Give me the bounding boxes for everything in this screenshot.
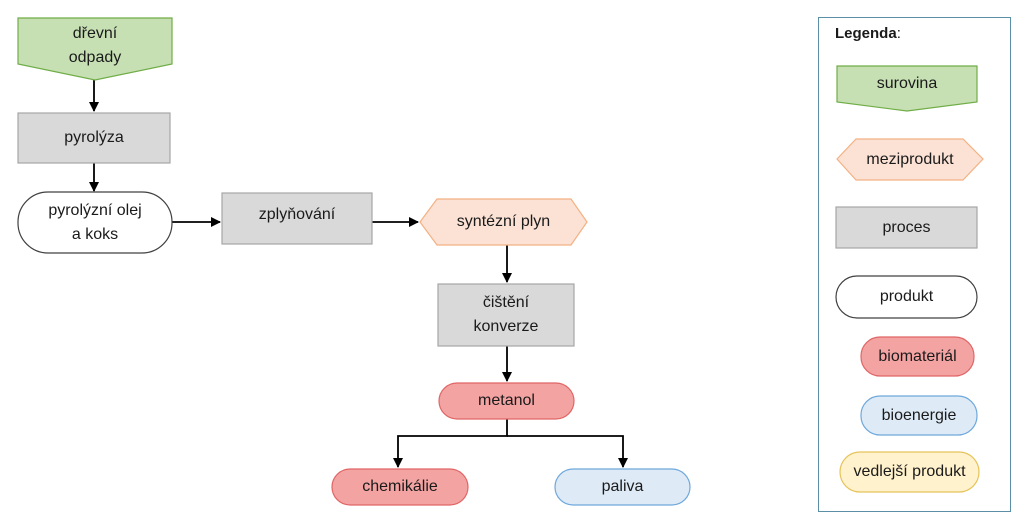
node-chemikalie <box>331 468 469 506</box>
legend-shape-biomaterial <box>860 336 975 377</box>
arrow-metanol-paliva <box>507 435 628 468</box>
node-pyrolyza <box>17 112 171 164</box>
node-drevni-odpady <box>17 17 173 81</box>
node-pyrolyzni-olej <box>17 191 173 254</box>
legend-shape-proces <box>835 206 978 249</box>
legend-panel <box>818 17 1011 512</box>
legend-title-colon: : <box>896 25 901 42</box>
node-syntezni-plyn <box>419 198 588 246</box>
legend-shape-bioenergie <box>860 395 978 436</box>
legend-shape-meziprodukt <box>836 138 984 181</box>
legend-shape-produkt <box>835 275 978 319</box>
legend-shape-vedlejsi <box>839 451 980 493</box>
node-cisteni-konverze <box>437 283 575 347</box>
legend-title-text: Legenda <box>835 25 897 42</box>
legend-shape-surovina <box>836 65 978 112</box>
node-metanol <box>438 382 575 420</box>
node-zplynovani <box>221 192 373 245</box>
legend-title: Legenda: <box>835 24 901 44</box>
arrow-metanol-chemikalie <box>393 419 508 468</box>
node-paliva <box>554 468 691 506</box>
